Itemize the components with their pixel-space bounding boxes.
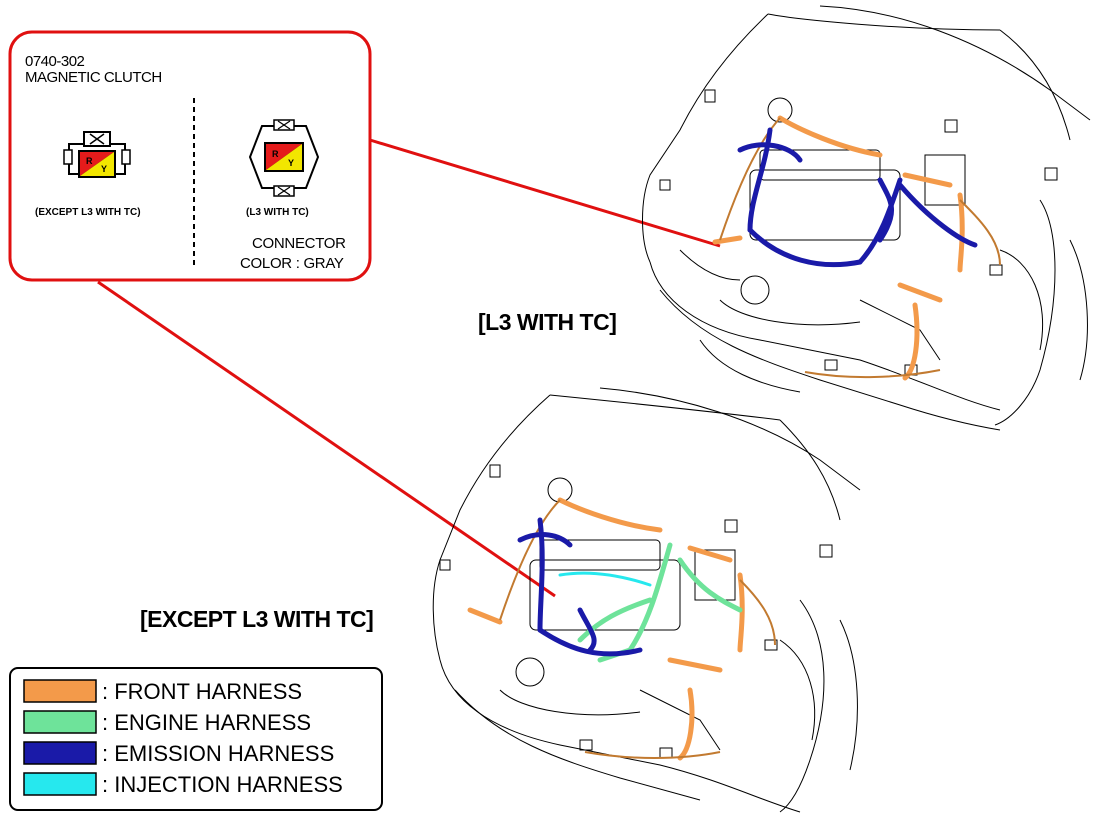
connector-name: MAGNETIC CLUTCH [25, 69, 162, 86]
car-view-except-l3 [432, 387, 861, 813]
legend-label-engine: : ENGINE HARNESS [102, 710, 311, 735]
body-outline [649, 261, 1001, 411]
headlight-lower [515, 657, 545, 687]
view-label-except-l3: [EXCEPT L3 WITH TC] [140, 606, 373, 632]
legend-item-injection: : INJECTION HARNESS [23, 772, 343, 797]
connector-callout: 0740-302 MAGNETIC CLUTCH R Y (EXCEPT L3 … [8, 30, 372, 282]
harness-front-lower [467, 497, 745, 761]
leader-line-upper [369, 138, 721, 248]
harness-emission-lower [517, 517, 643, 657]
legend-swatch-emission [23, 741, 97, 765]
pin-r-label: R [86, 156, 93, 166]
legend-label-injection: : INJECTION HARNESS [102, 772, 343, 797]
variant-left-caption: (EXCEPT L3 WITH TC) [35, 207, 141, 218]
connector-icon-except-l3: R Y [63, 131, 131, 178]
connector-color-line2: COLOR : GRAY [240, 255, 344, 272]
hood-outline-lower [432, 394, 551, 661]
harness-front-lower-thin [499, 499, 776, 759]
car-view-l3-with-tc [642, 5, 1091, 431]
legend-label-front: : FRONT HARNESS [102, 679, 302, 704]
legend-item-emission: : EMISSION HARNESS [23, 741, 334, 766]
pin-r-label-l3: R [272, 149, 279, 159]
legend-label-emission: : EMISSION HARNESS [102, 741, 334, 766]
legend-item-engine: : ENGINE HARNESS [23, 710, 311, 735]
body-outline-lower [439, 659, 801, 813]
legend-swatch-injection [23, 772, 97, 796]
harness-emission-upper [737, 127, 978, 268]
legend-item-front: : FRONT HARNESS [23, 679, 302, 704]
harness-legend: : FRONT HARNESS : ENGINE HARNESS : EMISS… [9, 667, 383, 811]
harness-front-upper-thin [719, 117, 1001, 379]
legend-border [9, 667, 383, 811]
connector-color-line1: CONNECTOR [252, 235, 346, 252]
pin-y-label-l3: Y [288, 158, 294, 168]
legend-swatch-engine [23, 710, 97, 734]
connector-code: 0740-302 [25, 53, 85, 70]
headlight-upper [740, 275, 770, 305]
hood-outline [642, 13, 769, 263]
connector-icon-l3: R Y [248, 119, 320, 197]
view-label-l3-with-tc: [L3 WITH TC] [478, 309, 616, 335]
variant-right-caption: (L3 WITH TC) [246, 207, 309, 218]
legend-swatch-front [23, 679, 97, 703]
harness-injection-lower [558, 571, 652, 587]
pin-y-label: Y [101, 164, 107, 174]
callout-border [8, 30, 372, 282]
leader-line-lower [97, 280, 556, 598]
